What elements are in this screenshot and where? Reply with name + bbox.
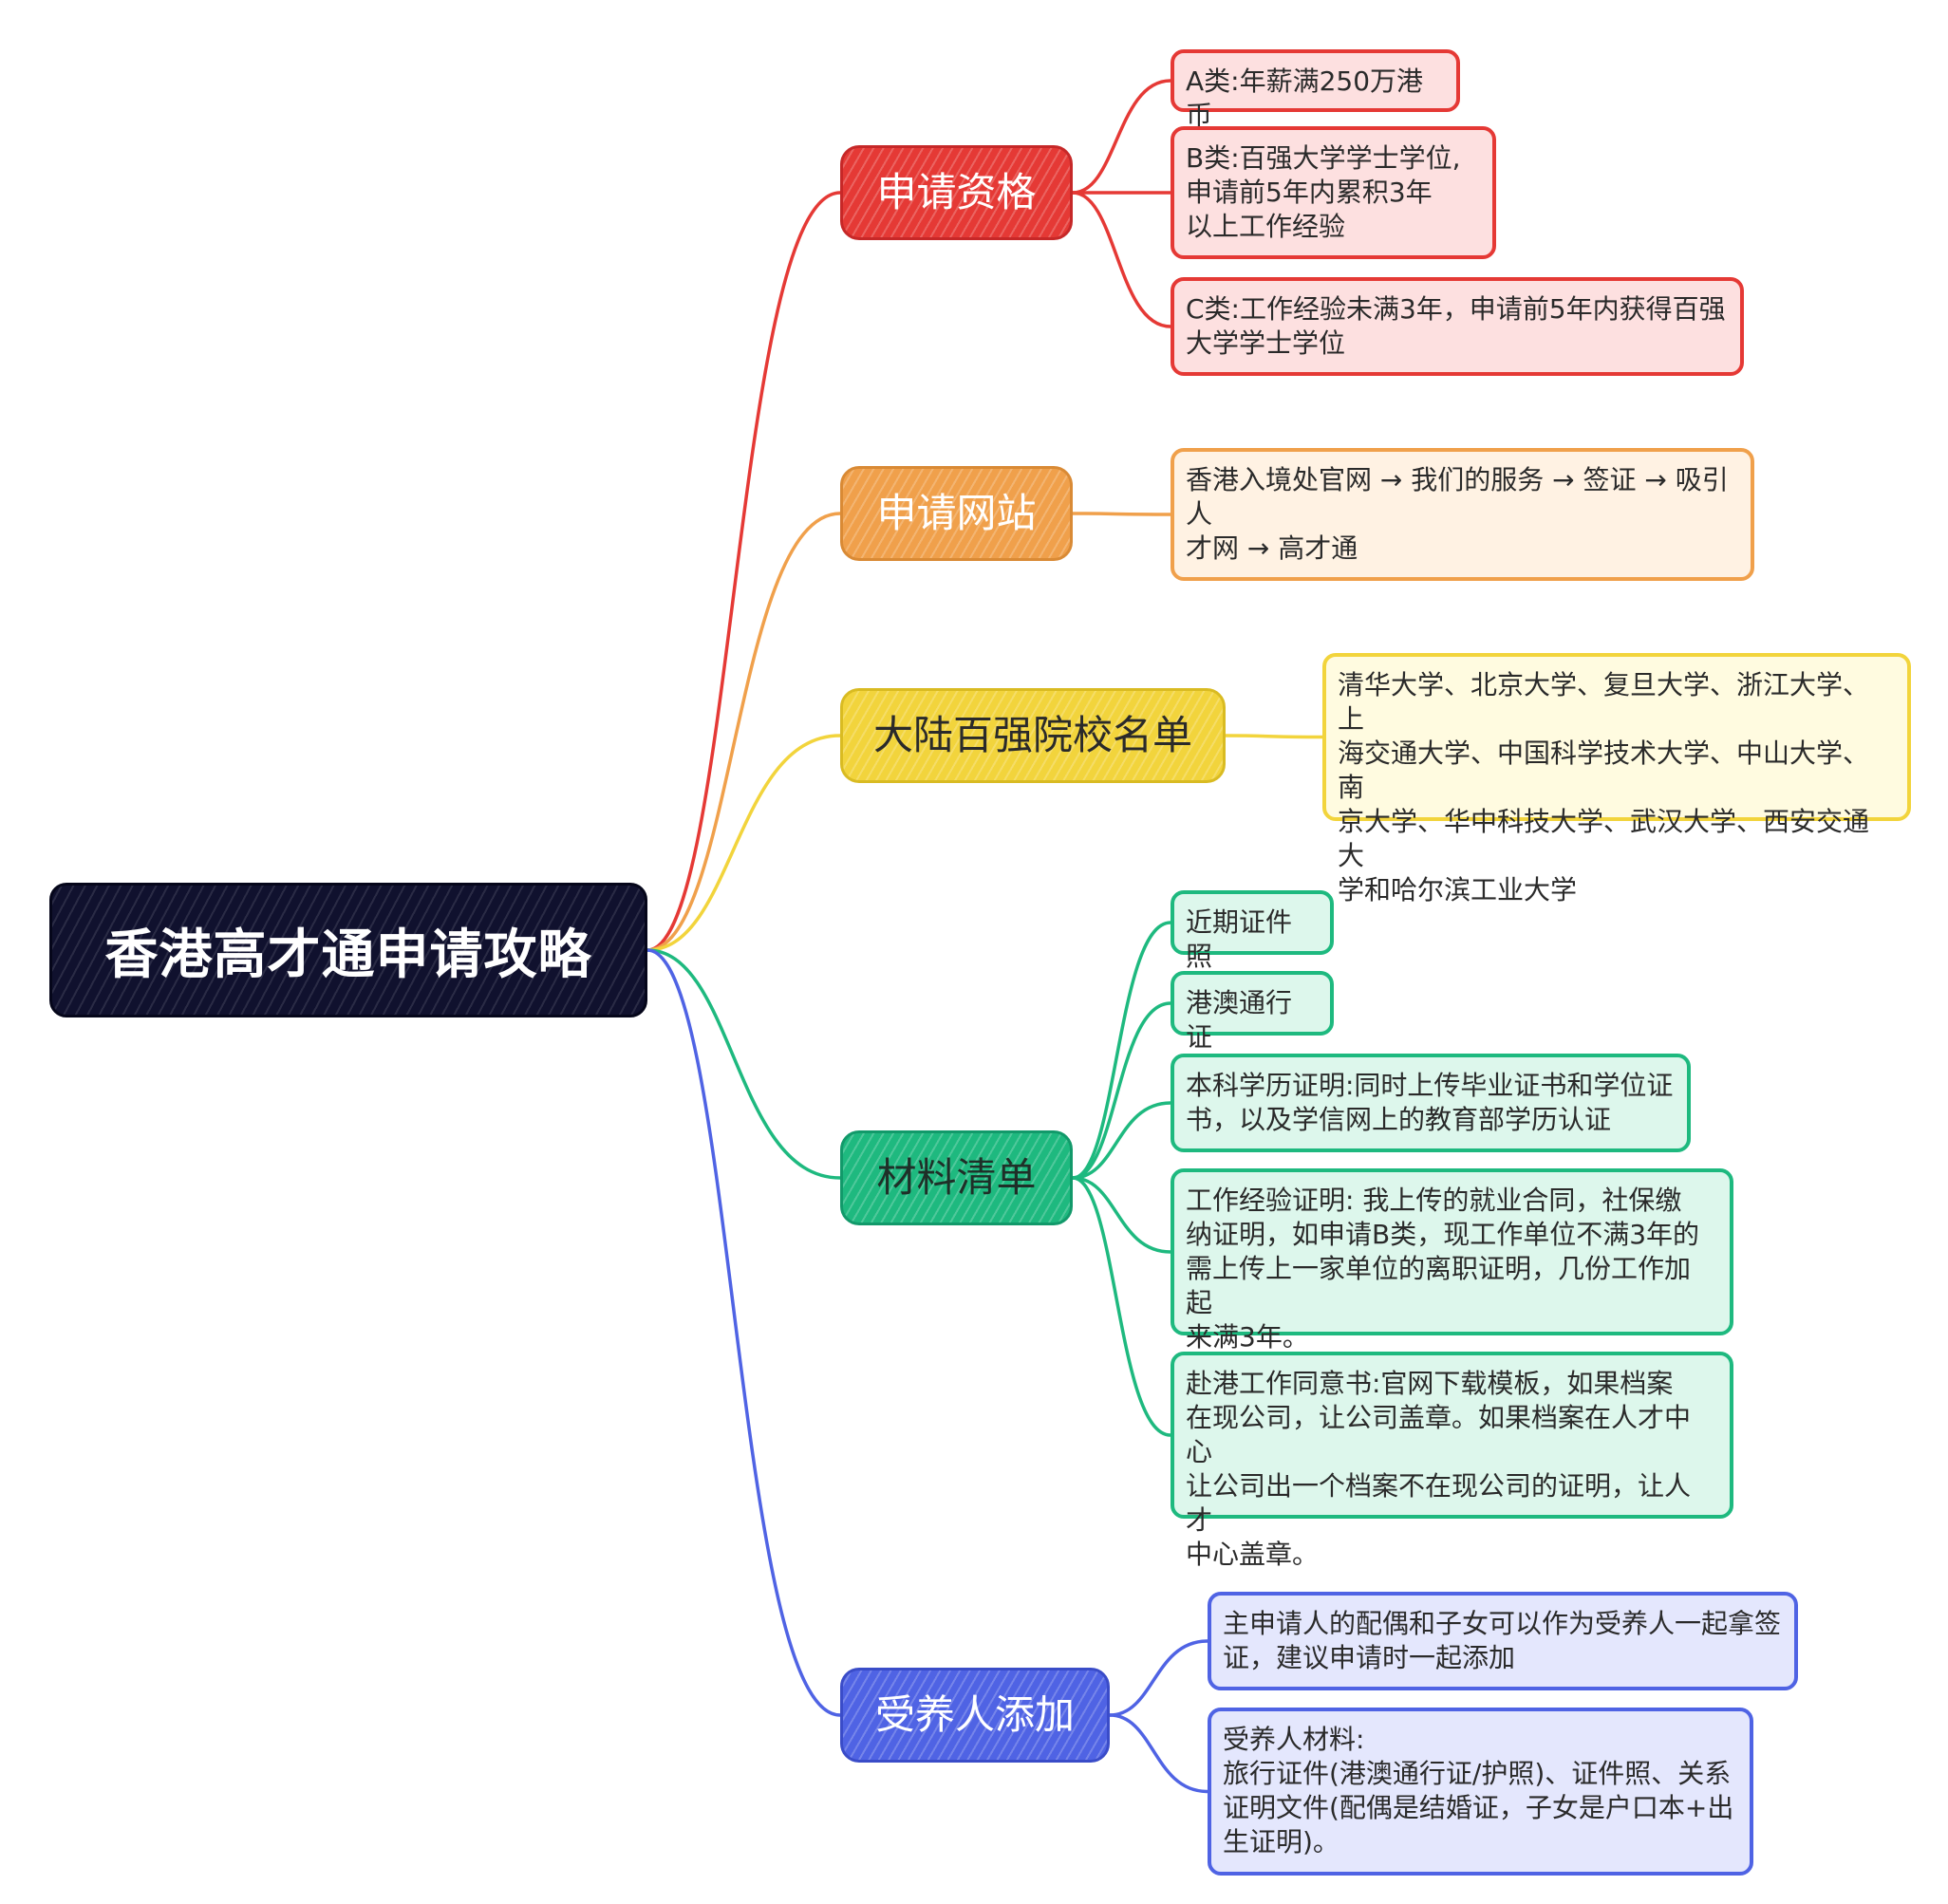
leaf-text: 受养人材料: 旅行证件(港澳通行证/护照)、证件照、关系 证明文件(配偶是结婚证… xyxy=(1223,1724,1734,1857)
root-to-branch-connector xyxy=(646,948,842,1717)
leaf-university-list[interactable]: 清华大学、北京大学、复旦大学、浙江大学、上 海交通大学、中国科学技术大学、中山大… xyxy=(1322,653,1911,905)
leaf-text: A类:年薪满250万港币 xyxy=(1186,65,1424,131)
leaf-degree-proof[interactable]: 本科学历证明:同时上传毕业证书和学位证 书，以及学信网上的教育部学历认证 xyxy=(1171,1054,1691,1152)
leaf-text: 赴港工作同意书:官网下载模板，如果档案 在现公司，让公司盖章。如果档案在人才中心… xyxy=(1186,1368,1692,1570)
branch-label: 材料清单 xyxy=(876,1154,1037,1201)
branch-label: 申请资格 xyxy=(876,169,1037,215)
root-to-branch-connector xyxy=(646,948,842,1180)
root-to-branch-connector xyxy=(646,734,842,952)
leaf-text: 工作经验证明: 我上传的就业合同，社保缴 纳证明，如申请B类，现工作单位不满3年… xyxy=(1186,1185,1700,1353)
branch-label: 受养人添加 xyxy=(874,1691,1075,1738)
leaf-website-path[interactable]: 香港入境处官网 → 我们的服务 → 签证 → 吸引 人 才网 → 高才通 xyxy=(1171,448,1754,581)
leaf-category-b[interactable]: B类:百强大学学士学位, 申请前5年内累积3年 以上工作经验 xyxy=(1171,126,1496,259)
branch-to-leaf-connector xyxy=(1071,1101,1172,1180)
root-to-branch-connector xyxy=(646,512,842,952)
branch-to-leaf-connector xyxy=(1071,191,1172,328)
leaf-text: 近期证件照 xyxy=(1186,906,1293,972)
branch-to-leaf-connector xyxy=(1071,512,1172,516)
leaf-text: 本科学历证明:同时上传毕业证书和学位证 书，以及学信网上的教育部学历认证 xyxy=(1186,1070,1674,1135)
root-to-branch-connector xyxy=(646,191,842,952)
leaf-text: 主申请人的配偶和子女可以作为受养人一起拿签 证，建议申请时一起添加 xyxy=(1223,1608,1782,1673)
leaf-text: 香港入境处官网 → 我们的服务 → 签证 → 吸引 人 才网 → 高才通 xyxy=(1186,464,1729,564)
leaf-text: 清华大学、北京大学、复旦大学、浙江大学、上 海交通大学、中国科学技术大学、中山大… xyxy=(1338,669,1870,905)
branch-to-leaf-connector xyxy=(1071,921,1172,1180)
branch-to-leaf-connector xyxy=(1071,1001,1172,1180)
branch-to-leaf-connector xyxy=(1224,734,1324,739)
leaf-work-experience-proof[interactable]: 工作经验证明: 我上传的就业合同，社保缴 纳证明，如申请B类，现工作单位不满3年… xyxy=(1171,1168,1733,1353)
leaf-text: 港澳通行证 xyxy=(1186,987,1293,1053)
branch-website[interactable]: 申请网站 xyxy=(840,466,1073,561)
branch-to-leaf-connector xyxy=(1108,1639,1209,1717)
branch-to-leaf-connector xyxy=(1071,79,1172,195)
leaf-text: C类:工作经验未满3年，申请前5年内获得百强 大学学士学位 xyxy=(1186,293,1726,359)
leaf-text: B类:百强大学学士学位, 申请前5年内累积3年 以上工作经验 xyxy=(1186,142,1461,242)
leaf-travel-permit[interactable]: 港澳通行证 xyxy=(1171,971,1334,1053)
leaf-category-c[interactable]: C类:工作经验未满3年，申请前5年内获得百强 大学学士学位 xyxy=(1171,277,1744,376)
root-title: 香港高才通申请攻略 xyxy=(104,924,592,986)
branch-label: 申请网站 xyxy=(876,490,1037,536)
branch-to-leaf-connector xyxy=(1071,1176,1172,1254)
branch-to-leaf-connector xyxy=(1108,1713,1209,1794)
leaf-dependant-materials[interactable]: 受养人材料: 旅行证件(港澳通行证/护照)、证件照、关系 证明文件(配偶是结婚证… xyxy=(1208,1708,1753,1876)
branch-materials[interactable]: 材料清单 xyxy=(840,1130,1073,1225)
branch-eligibility[interactable]: 申请资格 xyxy=(840,145,1073,240)
branch-dependants[interactable]: 受养人添加 xyxy=(840,1668,1110,1763)
leaf-photo[interactable]: 近期证件照 xyxy=(1171,890,1334,972)
root-node[interactable]: 香港高才通申请攻略 xyxy=(49,883,647,1017)
branch-to-leaf-connector xyxy=(1071,1176,1172,1437)
branch-top-universities[interactable]: 大陆百强院校名单 xyxy=(840,688,1226,783)
leaf-category-a[interactable]: A类:年薪满250万港币 xyxy=(1171,49,1460,131)
leaf-work-consent-letter[interactable]: 赴港工作同意书:官网下载模板，如果档案 在现公司，让公司盖章。如果档案在人才中心… xyxy=(1171,1352,1733,1570)
branch-label: 大陆百强院校名单 xyxy=(872,712,1192,758)
leaf-dependant-note[interactable]: 主申请人的配偶和子女可以作为受养人一起拿签 证，建议申请时一起添加 xyxy=(1208,1592,1798,1690)
